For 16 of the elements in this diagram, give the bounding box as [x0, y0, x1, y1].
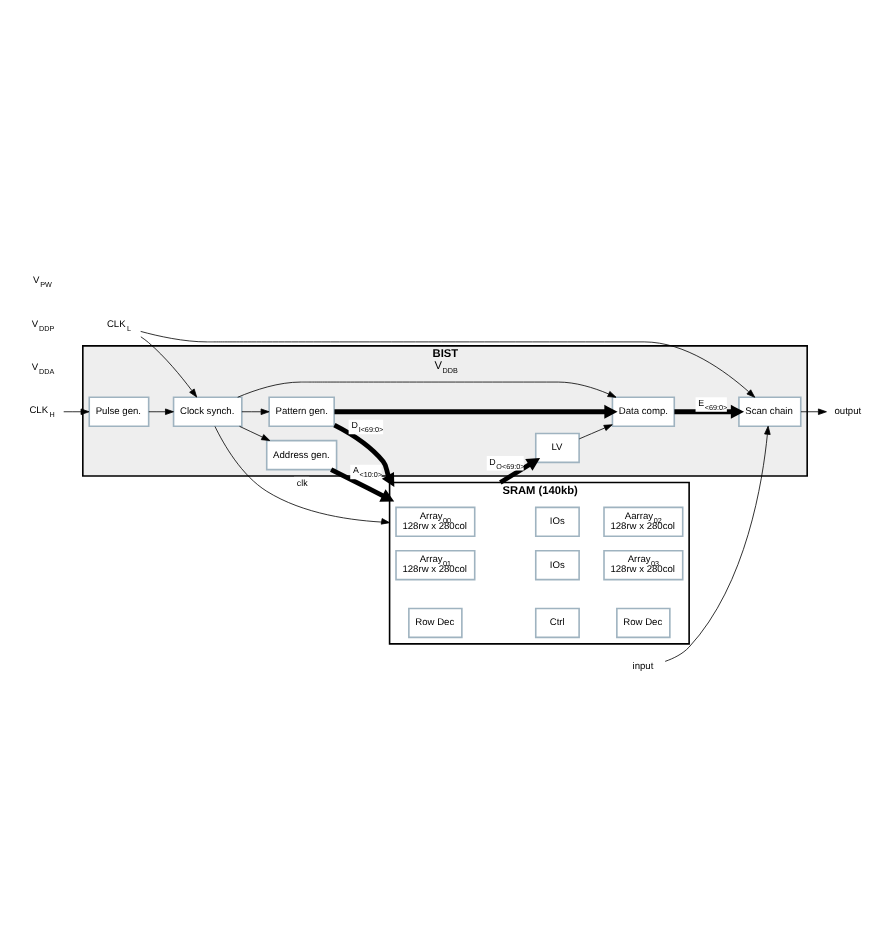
arrow — [239, 425, 271, 441]
arrow — [330, 467, 395, 502]
arrow — [237, 381, 617, 398]
arrow — [148, 408, 174, 415]
arrow — [674, 404, 745, 419]
arrow — [334, 404, 618, 419]
arrow — [241, 408, 270, 415]
arrow — [499, 458, 541, 485]
arrow — [333, 423, 395, 487]
arrow — [140, 336, 198, 398]
arrow — [578, 424, 613, 440]
arrow — [664, 425, 771, 662]
arrow — [63, 408, 90, 415]
arrow — [800, 408, 827, 415]
arrow — [140, 331, 756, 398]
arrow — [214, 426, 390, 525]
